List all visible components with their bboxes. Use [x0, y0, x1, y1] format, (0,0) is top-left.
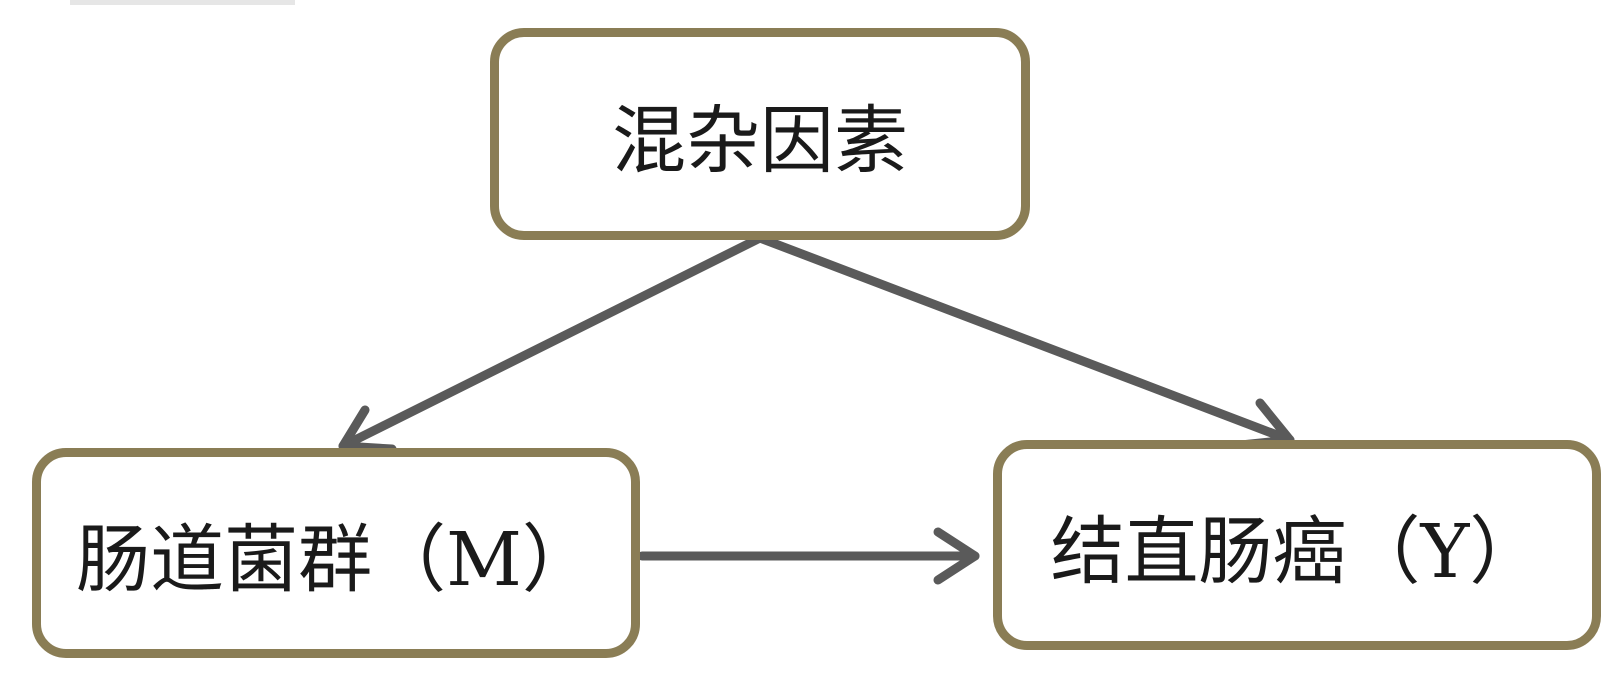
- edge-confounder-to-crc: [755, 233, 1295, 445]
- gut-microbiota-node: 肠道菌群（M）: [32, 448, 640, 658]
- colorectal-cancer-node: 结直肠癌（Y）: [993, 440, 1601, 650]
- confounder-label: 混杂因素: [612, 97, 908, 184]
- confounder-node: 混杂因素: [490, 28, 1030, 240]
- colorectal-cancer-label: 结直肠癌（Y）: [1050, 508, 1544, 595]
- edge-confounder-to-microbiota: [338, 233, 765, 451]
- gut-microbiota-label: 肠道菌群（M）: [76, 516, 596, 603]
- top-left-divider: [70, 0, 295, 5]
- arrowhead-horizontal: [933, 527, 980, 585]
